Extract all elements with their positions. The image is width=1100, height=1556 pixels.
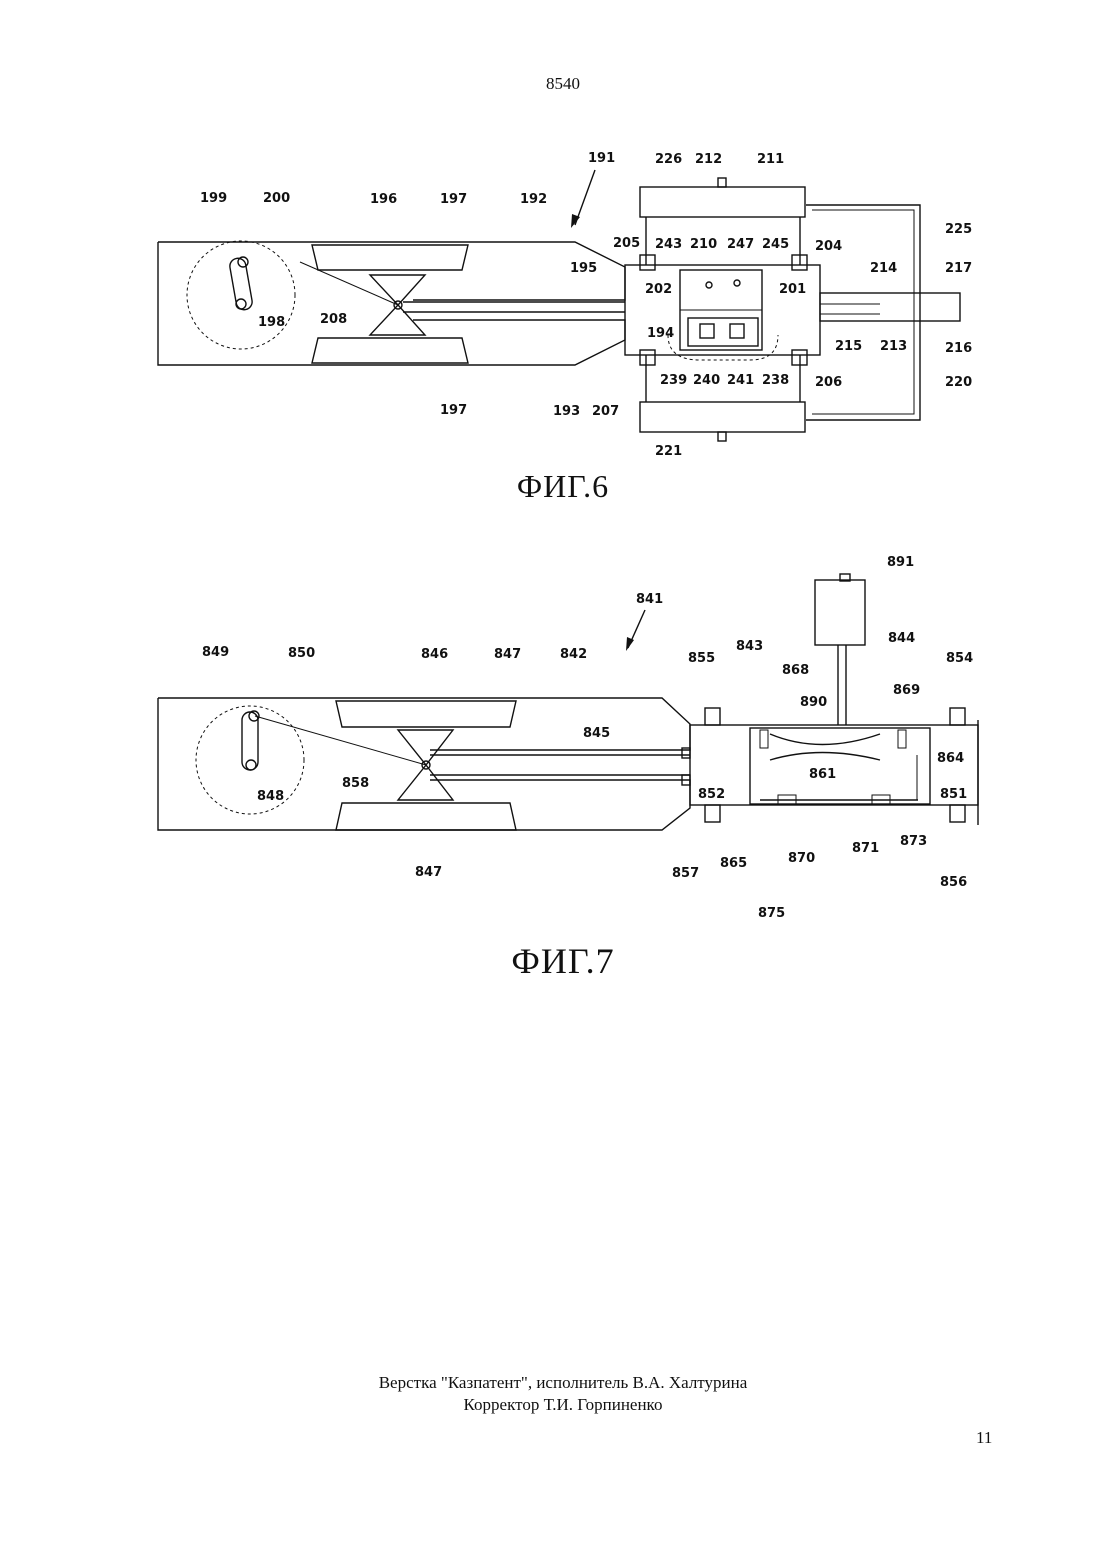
footer-corrector-credit: Корректор Т.И. Горпиненко <box>0 1394 1100 1416</box>
figure-7-caption: ФИГ.7 <box>0 940 1100 982</box>
fig7-label-871: 871 <box>852 841 879 856</box>
fig7-label-854: 854 <box>946 651 973 666</box>
fig7-label-846: 846 <box>421 647 448 662</box>
fig7-label-856: 856 <box>940 875 967 890</box>
fig7-label-849: 849 <box>202 645 229 660</box>
fig7-label-842: 842 <box>560 647 587 662</box>
fig7-label-858: 858 <box>342 776 369 791</box>
fig7-label-864: 864 <box>937 751 964 766</box>
fig7-label-844: 844 <box>888 631 915 646</box>
fig7-label-873: 873 <box>900 834 927 849</box>
fig7-label-847-top: 847 <box>494 647 521 662</box>
fig7-label-870: 870 <box>788 851 815 866</box>
fig7-label-843: 843 <box>736 639 763 654</box>
fig7-label-845: 845 <box>583 726 610 741</box>
fig7-label-868: 868 <box>782 663 809 678</box>
fig7-label-850: 850 <box>288 646 315 661</box>
fig7-label-841: 841 <box>636 592 663 607</box>
footer-layout-credit: Верстка "Казпатент", исполнитель В.А. Ха… <box>0 1372 1100 1394</box>
fig7-label-891: 891 <box>887 555 914 570</box>
fig7-label-869: 869 <box>893 683 920 698</box>
fig7-label-875: 875 <box>758 906 785 921</box>
fig7-label-861: 861 <box>809 767 836 782</box>
fig7-label-852: 852 <box>698 787 725 802</box>
fig7-label-865: 865 <box>720 856 747 871</box>
fig7-label-855: 855 <box>688 651 715 666</box>
page-number-bottom: 11 <box>976 1428 992 1448</box>
fig7-label-847-bottom: 847 <box>415 865 442 880</box>
fig7-label-890: 890 <box>800 695 827 710</box>
fig7-label-848: 848 <box>257 789 284 804</box>
figure-7-drawing: 841 842 843 844 845 846 847 847 848 849 … <box>0 0 1100 960</box>
fig7-label-857: 857 <box>672 866 699 881</box>
fig7-label-851: 851 <box>940 787 967 802</box>
footer: Верстка "Казпатент", исполнитель В.А. Ха… <box>0 1372 1100 1416</box>
